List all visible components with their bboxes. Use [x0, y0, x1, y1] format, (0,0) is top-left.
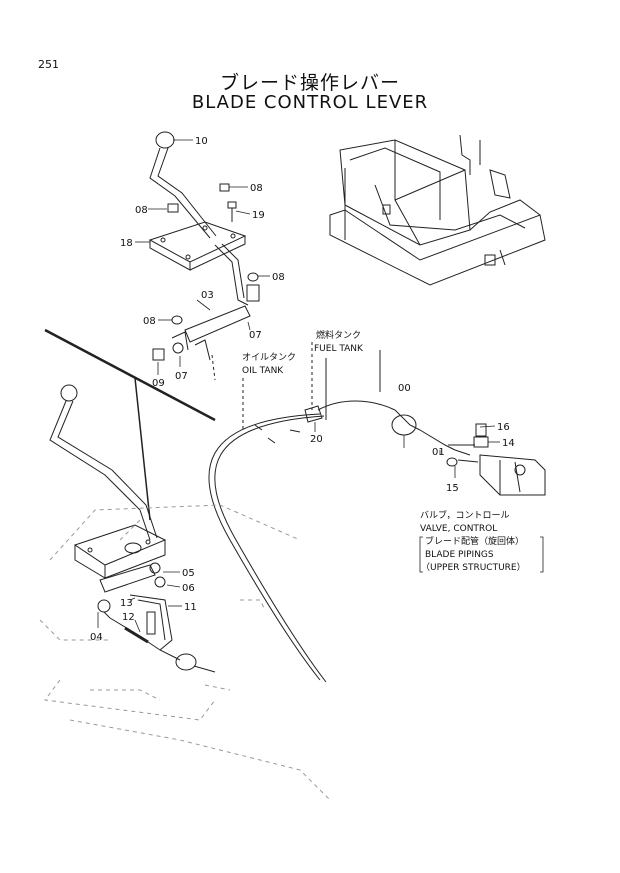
callout-numbers: 10 08 08 19 18 08 03 08 07 07 09 00 16 1…: [90, 136, 515, 643]
callout-18: 18: [120, 238, 133, 249]
upper-structure-label: （UPPER STRUCTURE）: [421, 562, 526, 573]
fuel-tank-label-jp: 燃料タンク: [316, 329, 361, 341]
callout-19: 19: [252, 210, 265, 221]
blade-pipings-label: BLADE PIPINGS: [425, 550, 494, 560]
page-number: 251: [38, 58, 59, 71]
control-valve: [446, 423, 546, 496]
page-title-japanese: ブレード操作レバー: [219, 72, 400, 94]
blade-pipings-label-jp: ブレード配管（旋回体）: [425, 535, 524, 547]
upper-leader-lines: [135, 139, 270, 375]
callout-08: 08: [272, 272, 285, 283]
fuel-tank-label: FUEL TANK: [314, 344, 364, 354]
callout-04: 04: [90, 632, 103, 643]
callout-08: 08: [143, 316, 156, 327]
callout-06: 06: [182, 583, 195, 594]
callout-15: 15: [446, 483, 459, 494]
callout-20: 20: [310, 434, 323, 445]
callout-00: 00: [398, 383, 411, 394]
oil-tank-label-jp: オイルタンク: [242, 352, 296, 363]
callout-08: 08: [250, 183, 263, 194]
valve-label: VALVE, CONTROL: [420, 524, 497, 534]
oil-tank-label: OIL TANK: [242, 366, 284, 376]
upper-lever-assembly: [148, 131, 260, 381]
callout-01: 01: [432, 447, 445, 458]
callout-10: 10: [195, 136, 208, 147]
excavator-inset: [329, 134, 546, 286]
lower-lever-assembly: [49, 384, 216, 673]
callout-05: 05: [182, 568, 195, 579]
separator-line: [44, 328, 216, 521]
callout-13: 13: [120, 598, 133, 609]
callout-12: 12: [122, 612, 135, 623]
callout-08: 08: [135, 205, 148, 216]
valve-label-jp: バルブ，コントロール: [420, 509, 510, 521]
callout-03: 03: [201, 290, 214, 301]
page-title: BLADE CONTROL LEVER: [191, 92, 429, 113]
component-labels: 燃料タンク FUEL TANK オイルタンク OIL TANK バルブ，コントロ…: [242, 329, 526, 573]
callout-11: 11: [184, 602, 197, 613]
label-bracket-left: [419, 536, 423, 573]
callout-07: 07: [175, 371, 188, 382]
control-cable: [208, 400, 475, 683]
callout-07: 07: [249, 330, 262, 341]
label-bracket: [540, 536, 544, 573]
callout-09: 09: [152, 378, 165, 389]
callout-14: 14: [502, 438, 515, 449]
lower-leader-lines: [97, 422, 500, 633]
floor-plates: [39, 504, 331, 801]
callout-16: 16: [497, 422, 510, 433]
